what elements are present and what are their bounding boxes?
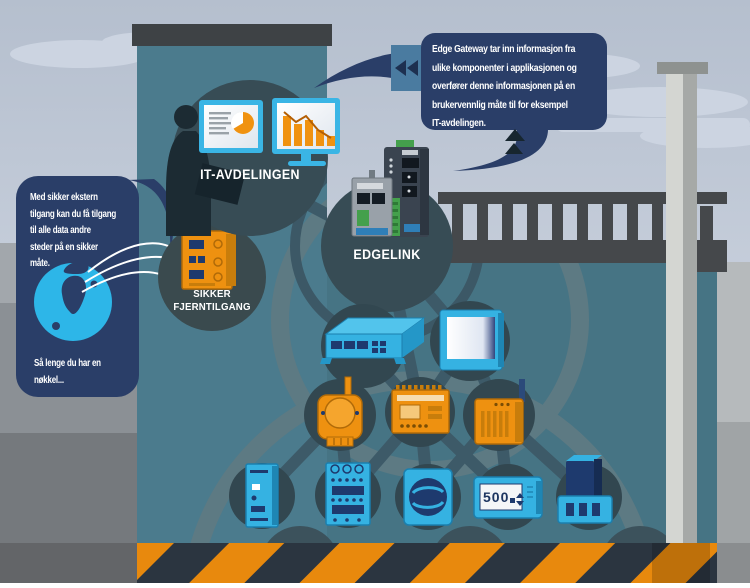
plc-node	[385, 377, 455, 447]
it-department-node	[166, 80, 340, 236]
lamp-post	[657, 62, 708, 543]
wireless-sensor-icon	[317, 376, 363, 447]
secure-remote-label-line: SIKKER	[193, 288, 231, 300]
secure-remote-label: SIKKER FJERNTILGANG	[157, 288, 267, 314]
access-point-node	[463, 379, 535, 451]
top-bubble-text: Edge Gateway tar inn informasjon fra uli…	[432, 41, 604, 134]
left-bubble-footer-line: Så lenge du har en	[34, 358, 101, 369]
it-department-label: IT-AVDELINGEN	[200, 167, 300, 182]
left-bubble-line: Med sikker ekstern	[30, 192, 98, 203]
up-arrows-icon	[505, 129, 525, 154]
wireless-sensor-node	[304, 376, 376, 451]
top-bubble-line: Edge Gateway tar inn informasjon fra	[432, 44, 576, 55]
contactor-icon	[325, 462, 371, 526]
plc-icon	[391, 385, 450, 434]
left-bubble-footer: Så lenge du har en nøkkel...	[34, 356, 146, 389]
monitor-icon-left	[199, 100, 263, 153]
gateway-device-large	[384, 140, 429, 237]
power-supply-icon	[245, 463, 279, 528]
secure-remote-node	[158, 223, 266, 331]
edgelink-node	[321, 140, 453, 312]
monitor-icon-right	[272, 98, 340, 166]
globe-icon	[34, 262, 112, 341]
motor-starter-node	[395, 464, 461, 530]
left-bubble-text: Med sikker ekstern tilgang kan du få til…	[30, 190, 150, 273]
access-point-icon	[474, 379, 525, 445]
relay-icon	[557, 455, 613, 524]
left-bubble-line: steder på en sikker	[30, 241, 98, 253]
top-bubble-line: overfører denne informasjonen på en	[432, 81, 575, 92]
remote-router-icon	[181, 230, 236, 290]
building-roof-band	[132, 24, 332, 46]
bridge	[438, 192, 727, 272]
industrial-pc-node	[320, 304, 426, 388]
motor-starter-icon	[403, 468, 453, 526]
edgelink-label: EDGELINK	[353, 247, 421, 262]
left-bubble-line: måte.	[30, 258, 50, 269]
secure-remote-label-line: FJERNTILGANG	[173, 301, 251, 313]
contactor-node	[315, 462, 381, 528]
relay-node	[556, 455, 622, 530]
panel-meter-value: 500	[483, 489, 510, 505]
panel-display-icon	[439, 309, 504, 371]
left-bubble-line: til alle data andre	[30, 225, 91, 236]
power-supply-node	[229, 463, 295, 529]
industrial-pc-icon	[320, 317, 426, 364]
rewind-icon	[395, 60, 418, 76]
left-bubble-footer-line: nøkkel...	[34, 374, 64, 386]
panel-meter-icon	[473, 476, 543, 519]
right-wall	[717, 262, 750, 583]
top-bubble-line: IT-avdelingen.	[432, 118, 486, 129]
speech-bubble-top	[314, 33, 607, 171]
top-bubble-line: brukervennlig måte til for eksempel	[432, 99, 568, 111]
gateway-device-small	[351, 170, 393, 237]
panel-display-node	[430, 301, 510, 381]
panel-meter-node	[473, 464, 543, 530]
person-silhouette	[166, 105, 246, 236]
left-bubble-line: tilgang kan du få tilgang	[30, 208, 117, 220]
hazard-stripes	[137, 543, 717, 583]
top-bubble-line: ulike komponenter i applikasjonen og	[432, 62, 577, 74]
